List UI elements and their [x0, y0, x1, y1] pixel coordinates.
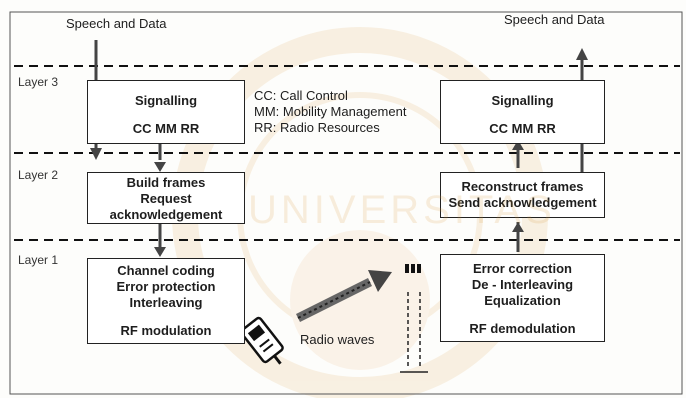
signalling-right-sub: CC MM RR	[441, 121, 604, 137]
build-frames-line3: acknowledgement	[88, 207, 244, 223]
build-frames-line1: Build frames	[88, 175, 244, 191]
error-correction-line4: RF demodulation	[441, 321, 604, 337]
layer1-label: Layer 1	[18, 252, 58, 268]
legend-mm: MM: Mobility Management	[254, 104, 406, 120]
left-down-arrow-3	[154, 247, 166, 257]
channel-coding-box: Channel coding Error protection Interlea…	[87, 258, 245, 344]
left-down-arrow-2	[154, 162, 166, 172]
radio-waves-label: Radio waves	[300, 332, 374, 348]
error-correction-box: Error correction De - Interleaving Equal…	[440, 254, 605, 342]
speech-data-right-label: Speech and Data	[504, 12, 604, 28]
error-correction-line2: De - Interleaving	[441, 277, 604, 293]
layer2-label: Layer 2	[18, 167, 58, 183]
build-frames-line2: Request	[88, 191, 244, 207]
signalling-box-left: Signalling CC MM RR	[87, 80, 245, 144]
error-correction-line1: Error correction	[441, 261, 604, 277]
error-correction-line3: Equalization	[441, 293, 604, 309]
signalling-box-right: Signalling CC MM RR	[440, 80, 605, 144]
legend-rr: RR: Radio Resources	[254, 120, 380, 136]
right-up-arrow-1	[576, 48, 588, 60]
speech-data-left-label: Speech and Data	[66, 16, 166, 32]
layer3-label: Layer 3	[18, 74, 58, 90]
build-frames-box: Build frames Request acknowledgement	[87, 172, 245, 224]
watermark-text: UNIVERSITAS	[248, 188, 556, 232]
signalling-right-title: Signalling	[441, 93, 604, 109]
signalling-left-title: Signalling	[88, 93, 244, 109]
channel-coding-line2: Error protection	[88, 279, 244, 295]
legend-cc: CC: Call Control	[254, 88, 348, 104]
channel-coding-line1: Channel coding	[88, 263, 244, 279]
channel-coding-line4: RF modulation	[88, 323, 244, 339]
signalling-left-sub: CC MM RR	[88, 121, 244, 137]
channel-coding-line3: Interleaving	[88, 295, 244, 311]
